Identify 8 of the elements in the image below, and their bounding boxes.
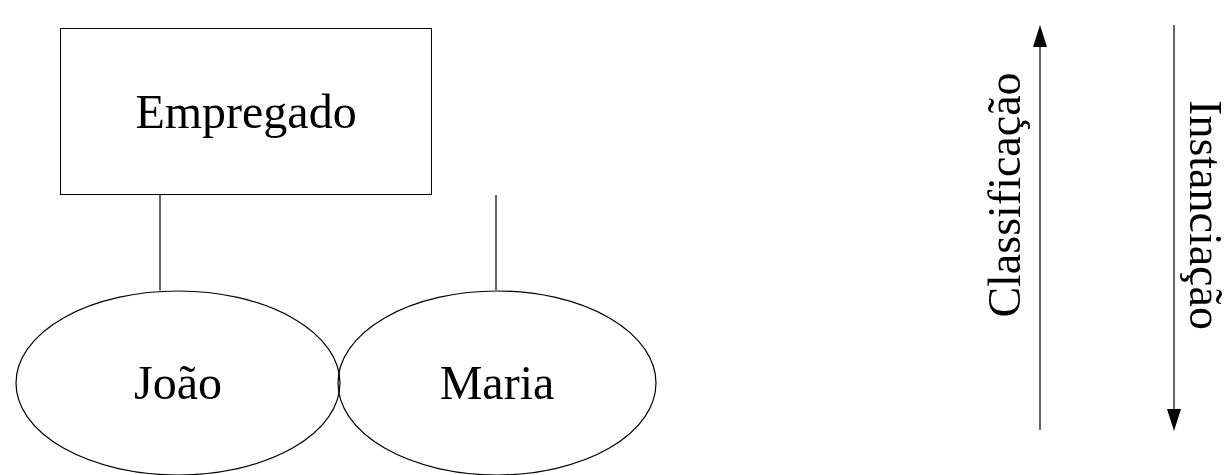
direction-label: Instanciação (1182, 100, 1228, 330)
connector-line (495, 194, 497, 291)
node-label: Empregado (135, 87, 357, 136)
node-label: João (134, 359, 222, 407)
connector-line (159, 194, 161, 292)
direction-label: Classificação (982, 72, 1028, 318)
entity-box (60, 28, 432, 195)
node-label: Maria (439, 359, 555, 407)
